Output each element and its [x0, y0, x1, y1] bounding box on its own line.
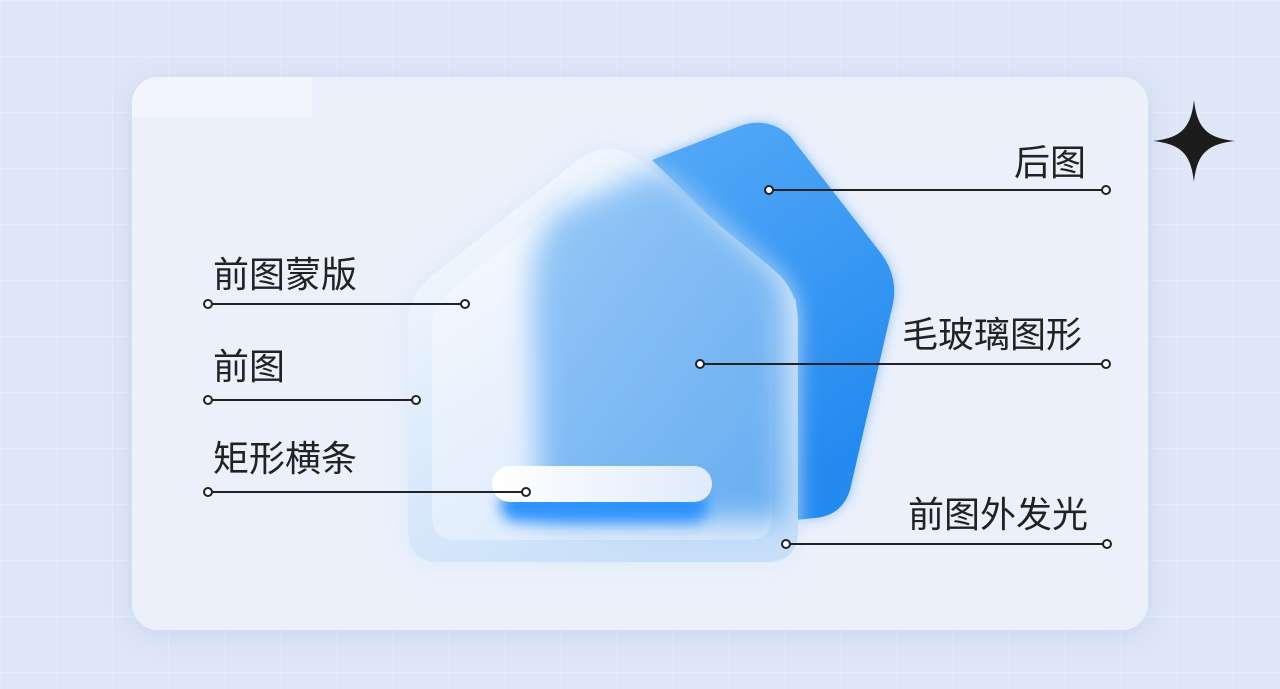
label-front-mask: 前图蒙版	[213, 255, 358, 296]
label-front-shape: 前图	[213, 347, 286, 388]
sparkle-icon	[1153, 100, 1235, 182]
leader-lines	[203, 185, 1112, 549]
rect-bar	[492, 466, 712, 502]
frosted-shape	[531, 172, 784, 520]
label-front-glow: 前图外发光	[908, 495, 1089, 536]
label-back-shape: 后图	[1014, 143, 1087, 184]
label-frosted-shape: 毛玻璃图形	[902, 315, 1083, 356]
label-rect-bar: 矩形横条	[213, 439, 358, 480]
card-sheen	[132, 77, 312, 117]
back-shape-fill	[652, 122, 895, 521]
